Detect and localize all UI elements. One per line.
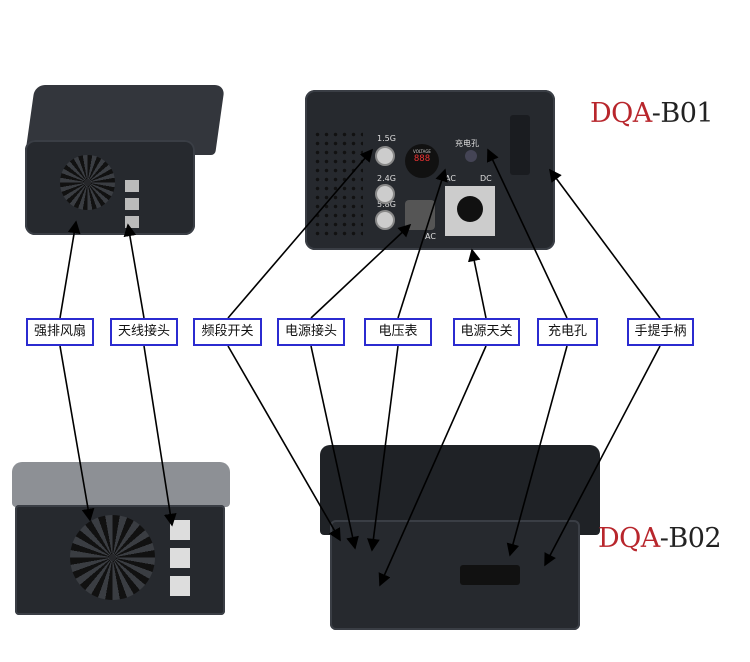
fan-icon xyxy=(70,515,155,600)
band-connector xyxy=(375,146,395,166)
power-switch xyxy=(445,186,495,236)
band-connector xyxy=(375,184,395,204)
label-charge-port: 充电孔 xyxy=(537,318,598,346)
label-power-connector: 电源接头 xyxy=(277,318,345,346)
voltmeter-label: VOLTAGE xyxy=(413,149,431,154)
band-label: 1.5G xyxy=(377,134,396,143)
label-voltmeter: 电压表 xyxy=(364,318,432,346)
switch-dc-label: DC xyxy=(480,174,492,183)
voltmeter: VOLTAGE 888 xyxy=(405,144,439,178)
band-connector xyxy=(375,210,395,230)
label-handle: 手提手柄 xyxy=(627,318,694,346)
handle xyxy=(460,565,520,585)
case-b02-lid-side xyxy=(12,462,230,507)
voltmeter-value: 888 xyxy=(413,154,431,164)
charge-port-label: 充电孔 xyxy=(455,139,479,148)
charge-port xyxy=(465,150,477,162)
case-b01-panel-view: 1.5G 2.4G 5.8G VOLTAGE 888 AC 充电孔 AC DC xyxy=(305,90,555,250)
label-power-switch: 电源天关 xyxy=(453,318,520,346)
vent-holes xyxy=(313,130,363,240)
switch-ac-label: AC xyxy=(445,174,456,183)
handle xyxy=(510,115,530,175)
antenna-connectors xyxy=(170,520,190,600)
model-title-b01: DQA-B01 xyxy=(590,98,714,129)
label-antenna-connector: 天线接头 xyxy=(110,318,178,346)
power-connector-label: AC xyxy=(425,232,436,241)
antenna-connectors xyxy=(125,180,139,230)
fan-icon xyxy=(60,155,115,210)
band-label: 5.8G xyxy=(377,200,396,209)
model-title-b02: DQA-B02 xyxy=(598,523,722,554)
label-exhaust-fan: 强排风扇 xyxy=(26,318,94,346)
case-b01-side-view xyxy=(25,140,195,235)
case-b02-side-view xyxy=(15,505,225,615)
label-band-switch: 频段开关 xyxy=(193,318,262,346)
band-label: 2.4G xyxy=(377,174,396,183)
